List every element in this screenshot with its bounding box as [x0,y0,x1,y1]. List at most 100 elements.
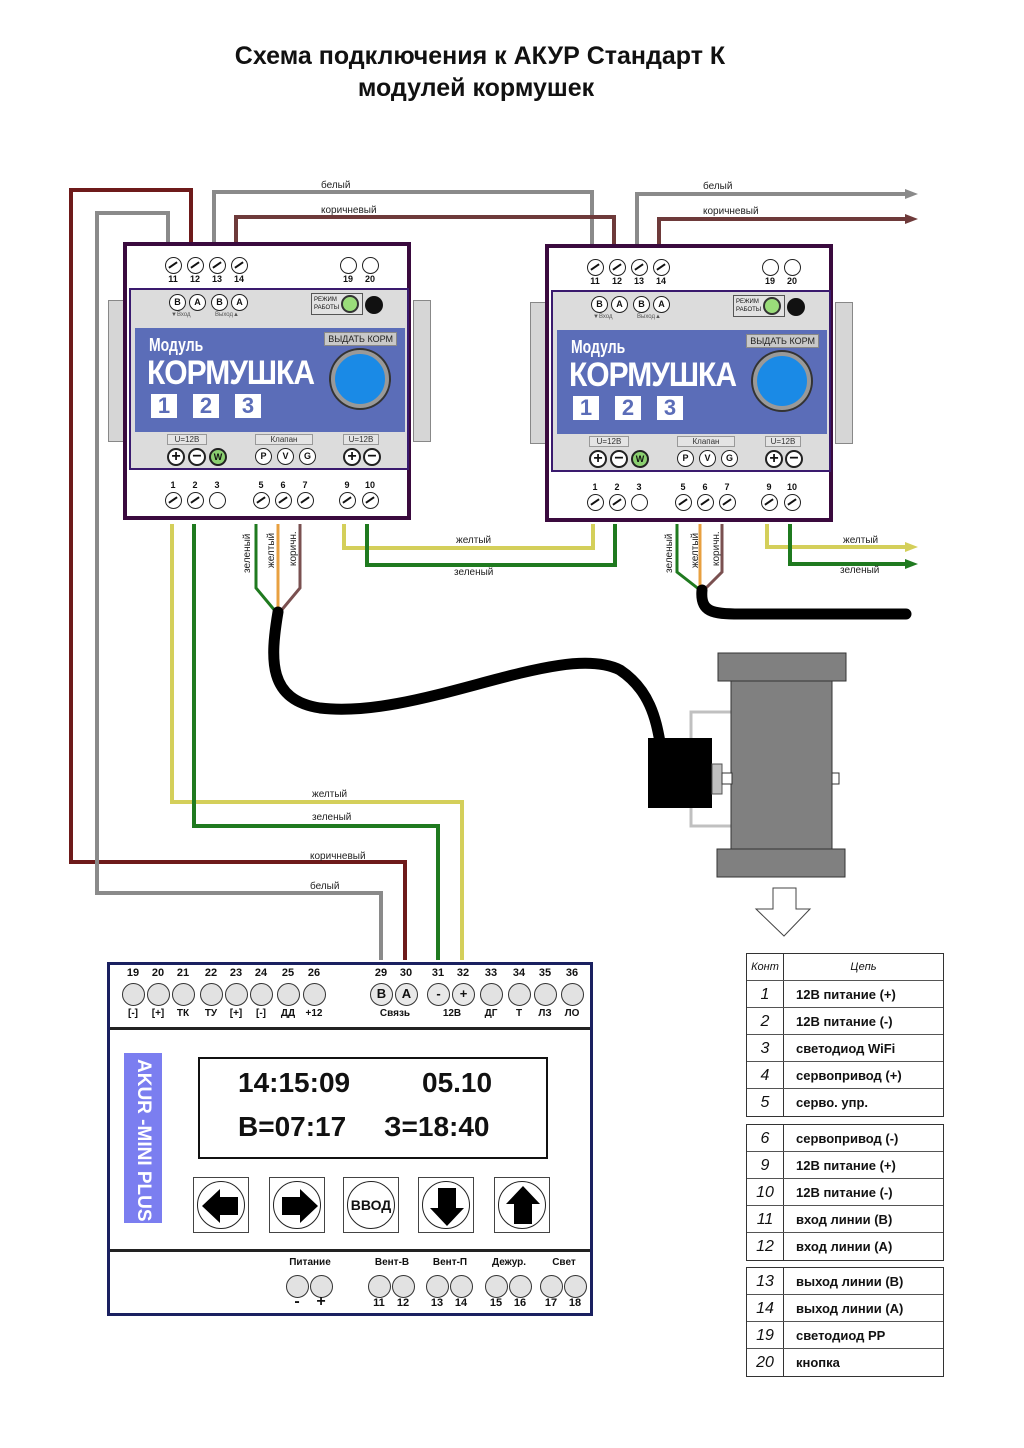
akur-terminal-35[interactable] [534,983,557,1006]
pin-number: 11 [747,1206,784,1232]
akur-terminal-19[interactable] [122,983,145,1006]
terminal-2[interactable] [609,494,626,511]
terminal-20[interactable] [362,257,379,274]
akur-terminal-25[interactable] [277,983,300,1006]
akur-terminal-number: 12 [396,1297,410,1309]
enter-button[interactable]: ВВОД [343,1177,399,1233]
arrow-up-icon [506,1186,540,1224]
terminal-6[interactable] [275,492,292,509]
label-servo-green-2: зеленый [664,533,675,573]
akur-terminal-14[interactable] [450,1275,473,1298]
akur-terminal-17[interactable] [540,1275,563,1298]
terminal-1[interactable] [587,494,604,511]
terminal-11[interactable] [587,259,604,276]
terminal-13[interactable] [209,257,226,274]
label-servo-brown-1: коричн. [288,531,299,566]
feed-button[interactable] [331,350,389,408]
akur-terminal-label: [+] [151,1008,165,1019]
akur-terminal-26[interactable] [303,983,326,1006]
akur-terminal-label: ТУ [204,1008,218,1019]
terminal-10[interactable] [784,494,801,511]
akur-terminal-23[interactable] [225,983,248,1006]
lcd-display: 14:15:09 05.10 В=07:17 З=18:40 [198,1057,548,1159]
akur-terminal-36[interactable] [561,983,584,1006]
line-out-a: A [653,296,670,313]
akur-terminal-22[interactable] [200,983,223,1006]
terminal-2[interactable] [187,492,204,509]
terminal-10[interactable] [362,492,379,509]
feed-button[interactable] [753,352,811,410]
arrow-down-icon [430,1188,464,1226]
terminal-14[interactable] [231,257,248,274]
line-in-label: ▼Вход [171,312,191,318]
pin-circuit: 12В питание (-) [796,1014,893,1029]
pin-circuit: светодиод РР [796,1328,886,1343]
terminal-6[interactable] [697,494,714,511]
up-button[interactable] [494,1177,550,1233]
akur-terminal-21[interactable] [172,983,195,1006]
akur-terminal-24[interactable] [250,983,273,1006]
akur-terminal-12[interactable] [392,1275,415,1298]
akur-terminal-20[interactable] [147,983,170,1006]
terminal-3[interactable] [631,494,648,511]
terminal-5[interactable] [675,494,692,511]
wire-green-akur [192,524,440,960]
akur-terminal--[interactable] [286,1275,309,1298]
label-servo-yellow-2: желтый [690,532,701,568]
terminal-13[interactable] [631,259,648,276]
terminal-11[interactable] [165,257,182,274]
label-green-m1m2: зеленый [454,567,494,578]
digit-2: 2 [193,394,219,418]
header-circuit: Цепь [850,961,877,973]
terminal-19[interactable] [340,257,357,274]
status-led-icon [365,296,383,314]
akur-terminal-29[interactable]: B [370,983,393,1006]
akur-terminal-number: 11 [373,1297,385,1309]
akur-terminal-15[interactable] [485,1275,508,1298]
terminal-5[interactable] [253,492,270,509]
terminal-1[interactable] [165,492,182,509]
terminal-12[interactable] [187,257,204,274]
label-servo-yellow-1: желтый [266,532,277,568]
akur-terminal-label: [+] [229,1008,243,1019]
wire-white-out [635,192,905,244]
terminal-14[interactable] [653,259,670,276]
terminal-9[interactable] [761,494,778,511]
right-button[interactable] [269,1177,325,1233]
arrow-yellow-out [905,542,918,552]
akur-terminal-33[interactable] [480,983,503,1006]
left-button[interactable] [193,1177,249,1233]
terminal-3[interactable] [209,492,226,509]
terminal-7[interactable] [297,492,314,509]
terminal-9[interactable] [339,492,356,509]
valve-g: G [721,450,738,467]
terminal-12[interactable] [609,259,626,276]
minus-icon: − [785,450,803,468]
akur-terminal-16[interactable] [509,1275,532,1298]
terminal-number: 12 [611,276,622,286]
wifi-led-icon: W [209,448,227,466]
terminal-7[interactable] [719,494,736,511]
arrow-white-out [905,189,918,199]
akur-terminal-32[interactable]: + [452,983,475,1006]
akur-terminal-11[interactable] [368,1275,391,1298]
akur-terminal-number: 15 [489,1297,503,1309]
pin-number: 3 [747,1035,784,1061]
akur-terminal-34[interactable] [508,983,531,1006]
terminal-number: 11 [168,274,178,284]
akur-terminal-18[interactable] [564,1275,587,1298]
terminal-20[interactable] [784,259,801,276]
terminal-19[interactable] [762,259,779,276]
line-out-label: Выход▲ [637,314,661,320]
akur-terminal-31[interactable]: - [427,983,450,1006]
enter-label: ВВОД [350,1197,392,1213]
akur-terminal-30[interactable]: A [395,983,418,1006]
label-yellow-akur: желтый [312,789,348,800]
akur-terminal-+[interactable] [310,1275,333,1298]
akur-terminal-13[interactable] [426,1275,449,1298]
lcd-sunrise: В=07:17 [238,1111,347,1142]
u12-label: U=12В [343,434,379,445]
down-button[interactable] [418,1177,474,1233]
